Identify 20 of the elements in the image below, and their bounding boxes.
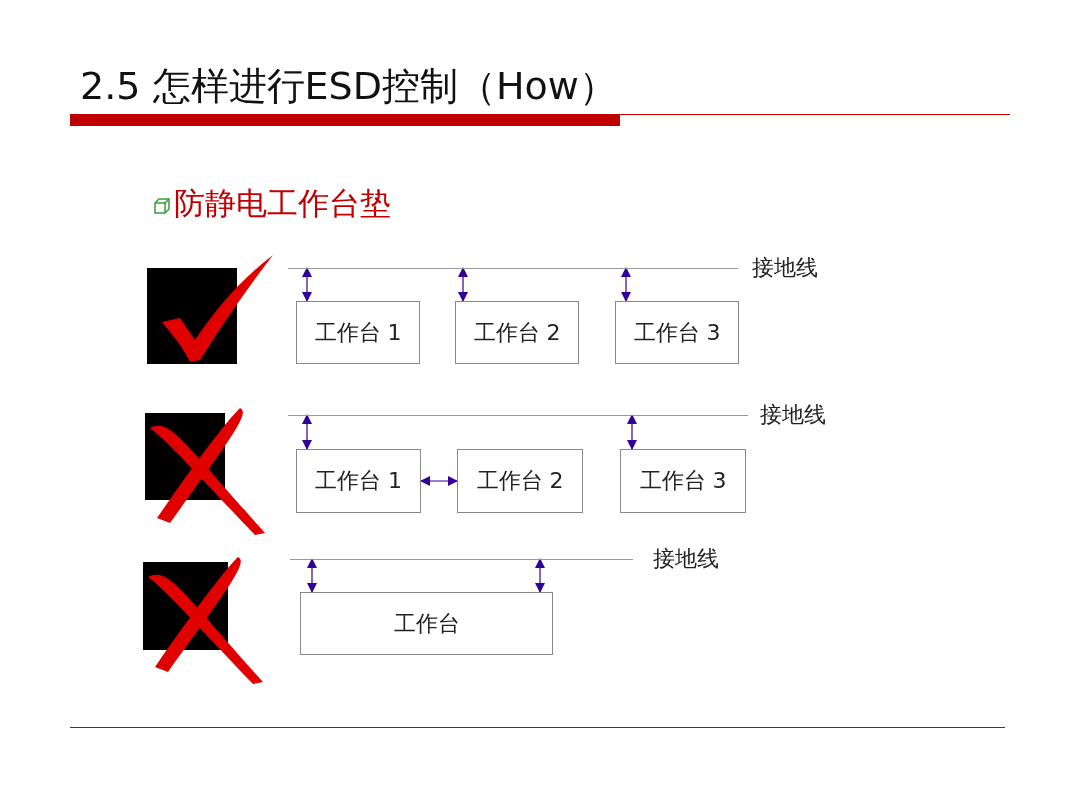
double-arrow	[420, 476, 458, 486]
ground-line-label: 接地线	[760, 401, 826, 429]
double-arrow	[458, 267, 468, 302]
double-arrow	[621, 267, 631, 302]
workbench-box: 工作台 3	[620, 449, 746, 513]
double-arrow	[302, 267, 312, 302]
workbench-box: 工作台 1	[296, 301, 420, 364]
workbench-box: 工作台 3	[615, 301, 739, 364]
double-arrow	[302, 414, 312, 450]
workbench-box: 工作台 2	[457, 449, 583, 513]
workbench-box: 工作台	[300, 592, 553, 655]
double-arrow	[627, 414, 637, 450]
double-arrow	[535, 558, 545, 593]
ground-line-label: 接地线	[653, 545, 719, 573]
bullet-text: 防静电工作台垫	[174, 184, 391, 222]
ground-line-label: 接地线	[752, 254, 818, 282]
slide-title: 2.5 怎样进行ESD控制（How）	[80, 63, 617, 110]
workbench-box: 工作台 2	[455, 301, 579, 364]
workbench-box: 工作台 1	[296, 449, 421, 513]
double-arrow	[307, 558, 317, 593]
